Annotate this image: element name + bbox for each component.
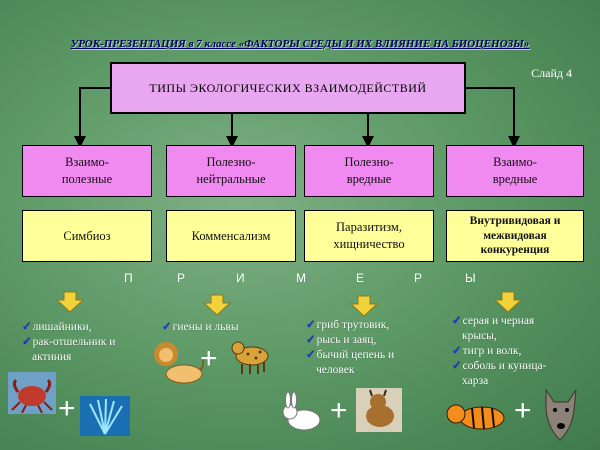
- form-line1: Симбиоз: [63, 228, 111, 243]
- lynx-icon: [356, 388, 402, 432]
- check-icon: ✓: [22, 321, 32, 333]
- type-line1: Полезно-: [206, 155, 256, 170]
- example-item: актиния: [32, 350, 72, 363]
- check-icon: ✓: [306, 319, 316, 331]
- type-box-competitive: Взаимо-вредные: [446, 145, 584, 197]
- plus-sign-1: +: [200, 342, 218, 375]
- crab-icon: [8, 372, 56, 414]
- check-icon: ✓: [452, 359, 462, 372]
- letter: Р: [414, 271, 423, 285]
- type-line1: Взаимо-: [65, 155, 109, 170]
- check-icon: ✓: [452, 315, 462, 327]
- arrow-down-3: [493, 291, 523, 313]
- examples-col0: ✓лишайники, ✓рак-отшельник и актиния: [22, 320, 162, 365]
- type-box-mutual: Взаимо-полезные: [22, 145, 152, 197]
- type-box-commensal: Полезно-нейтральные: [166, 145, 296, 197]
- type-line2: нейтральные: [196, 172, 266, 186]
- connector-left: [74, 87, 110, 148]
- letter: Е: [356, 271, 365, 285]
- type-line1: Взаимо-: [493, 155, 537, 170]
- example-item: ✓рак-отшельник и: [22, 335, 116, 348]
- hyena-icon: [231, 341, 269, 374]
- lion-icon: [154, 342, 204, 384]
- root-box: ТИПЫ ЭКОЛОГИЧЕСКИХ ВЗАИМОДЕЙСТВИЙ: [110, 62, 466, 114]
- type-box-parasitic: Полезно-вредные: [304, 145, 434, 197]
- plus-sign-2: +: [330, 394, 348, 427]
- plus-sign-3: +: [514, 394, 532, 427]
- example-item: ✓гриб трутовик,: [306, 319, 390, 331]
- example-item: ✓бычий цепень и: [306, 348, 395, 361]
- examples-col2: ✓гриб трутовик, ✓рысь и заяц, ✓бычий цеп…: [306, 318, 446, 378]
- check-icon: ✓: [22, 335, 32, 348]
- check-icon: ✓: [452, 344, 462, 357]
- slide-number: Слайд 4: [531, 66, 572, 80]
- form-line3: конкуренция: [480, 244, 550, 257]
- example-item: человек: [316, 363, 355, 376]
- type-line1: Полезно-: [344, 155, 394, 170]
- form-line1: Паразитизм,: [336, 220, 402, 235]
- letter: М: [296, 271, 306, 285]
- example-item: ✓рысь и заяц,: [306, 333, 377, 346]
- rabbit-icon: [282, 392, 321, 431]
- type-line2: вредные: [346, 172, 392, 186]
- example-item: ✓лишайники,: [22, 321, 92, 333]
- yellow-arrows: [55, 291, 523, 317]
- plus-sign-0: +: [58, 392, 76, 425]
- letter: П: [124, 271, 133, 285]
- wolf-icon: [545, 388, 577, 441]
- connector-right: [466, 87, 520, 148]
- form-box-symbiosis: Симбиоз: [22, 210, 152, 262]
- example-item: ✓тигр и волк,: [452, 344, 522, 357]
- letter: Р: [177, 271, 186, 285]
- tiger-icon: [446, 404, 505, 430]
- examples-heading: П Р И М Е Р Ы: [0, 271, 600, 287]
- anemone-icon: [80, 396, 130, 436]
- example-item: крысы,: [462, 329, 497, 342]
- check-icon: ✓: [306, 333, 316, 346]
- form-box-parasitism: Паразитизм, хищничество: [304, 210, 434, 262]
- type-line2: вредные: [492, 172, 538, 186]
- letter: Ы: [465, 271, 476, 285]
- example-item: ✓соболь и куница-: [452, 359, 547, 372]
- example-item: харза: [462, 374, 489, 387]
- check-icon: ✓: [162, 321, 172, 333]
- form-box-commensalism: Комменсализм: [166, 210, 296, 262]
- examples-col3: ✓серая и черная крысы, ✓тигр и волк, ✓со…: [452, 314, 592, 389]
- form-line2: межвидовая: [483, 229, 547, 242]
- examples-col1: ✓гиены и львы: [162, 320, 292, 335]
- check-icon: ✓: [306, 348, 316, 361]
- form-line1: Внутривидовая и: [469, 215, 561, 228]
- type-line2: полезные: [61, 172, 113, 186]
- example-item: ✓серая и черная: [452, 315, 535, 327]
- slide-title: УРОК-ПРЕЗЕНТАЦИЯ в 7 классе «ФАКТОРЫ СРЕ…: [70, 38, 530, 50]
- form-line2: хищничество: [333, 237, 405, 251]
- example-item: ✓гиены и львы: [162, 321, 239, 333]
- arrow-down-2: [349, 295, 379, 317]
- form-line1: Комменсализм: [191, 228, 271, 243]
- letter: И: [236, 271, 245, 285]
- arrow-down-1: [202, 294, 232, 316]
- arrow-down-0: [55, 291, 85, 313]
